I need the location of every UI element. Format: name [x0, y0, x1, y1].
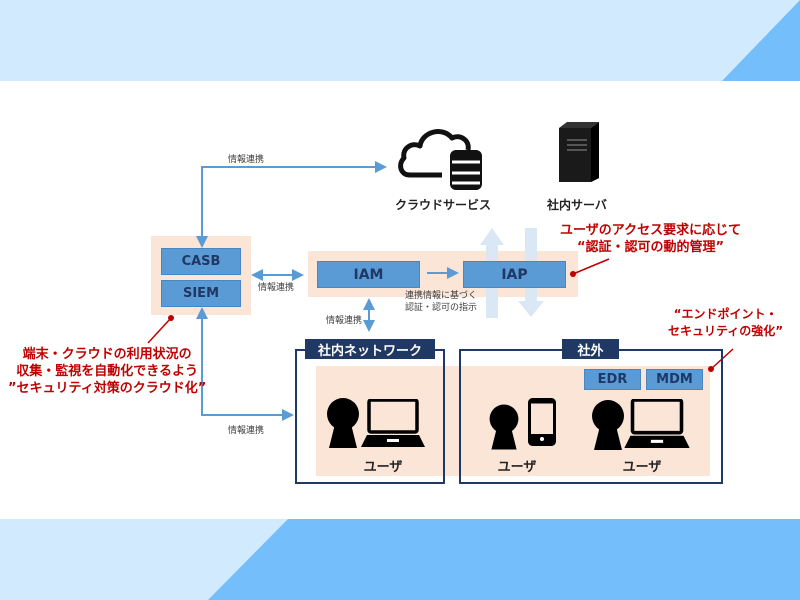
connector-label-casb-iam: 情報連携 — [258, 283, 295, 293]
siem-callout-line — [147, 317, 172, 344]
siem-box: SIEM — [161, 280, 241, 307]
person-icon — [327, 398, 359, 448]
external-user-label: ユーザ — [497, 460, 537, 475]
header-band — [0, 0, 800, 81]
smartphone-icon — [528, 398, 556, 446]
person-icon — [489, 404, 519, 450]
siem-network-connector — [201, 310, 294, 421]
server-tower-icon — [559, 122, 599, 182]
iap-box: IAP — [463, 261, 566, 288]
casb-cloud-connector — [201, 161, 387, 245]
connector-label-siem-network: 情報連携 — [228, 426, 265, 436]
internal-network-title: 社内ネットワーク — [305, 339, 435, 359]
header-band-accent — [722, 0, 800, 81]
cloud-database-icon — [398, 129, 482, 190]
iap-note: ユーザのアクセス要求に応じて “認証・認可の動的管理” — [560, 223, 742, 255]
footer-band-accent — [208, 519, 800, 600]
connector-label-iam-iap: 連携情報に基づく 認証・認可の指示 — [405, 291, 478, 313]
connector-label-top: 情報連携 — [228, 155, 265, 165]
laptop-icon — [624, 399, 690, 448]
connector-label-iam-network: 情報連携 — [326, 316, 363, 326]
laptop-icon — [361, 399, 425, 447]
cloud-service-label: クラウドサービス — [395, 198, 492, 212]
internal-server-label: 社内サーバ — [547, 198, 607, 212]
casb-box: CASB — [161, 248, 241, 275]
internal-user-label: ユーザ — [363, 460, 403, 475]
edr-badge: EDR — [584, 369, 641, 390]
person-icon — [592, 400, 624, 450]
siem-note: 端末・クラウドの利用状況の 収集・監視を自動化できるよう ”セキュリティ対策のク… — [8, 347, 207, 396]
iap-callout-line — [572, 258, 610, 275]
endpoint-note: “エンドポイント・ セキュリティの強化” — [668, 307, 784, 338]
mdm-badge: MDM — [646, 369, 703, 390]
external-user-label: ユーザ — [622, 460, 662, 475]
external-title: 社外 — [562, 339, 619, 359]
iam-box: IAM — [317, 261, 420, 288]
